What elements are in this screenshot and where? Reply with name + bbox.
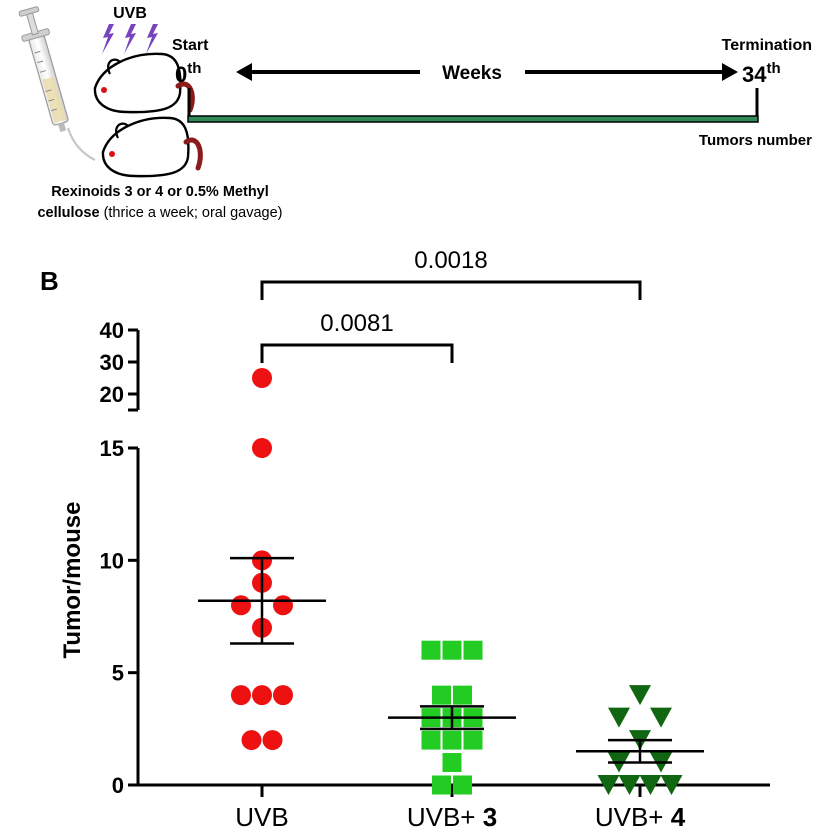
timeline-bar: [187, 88, 759, 123]
data-point: [608, 707, 630, 728]
data-point: [231, 685, 251, 706]
data-point: [421, 640, 441, 660]
data-point: [252, 438, 272, 458]
data-point: [432, 775, 451, 795]
start-week-label: 0th: [175, 60, 201, 87]
uvb-arrow-icon: [146, 24, 158, 54]
data-point: [421, 730, 441, 750]
tumors-number-label: Tumors number: [699, 132, 812, 149]
end-week-label: 34th: [742, 60, 781, 87]
x-tick-label: UVB+ 3: [407, 802, 497, 832]
y-tick-label: 5: [112, 661, 124, 686]
data-point: [273, 595, 293, 616]
uvb-arrow-icon: [124, 24, 136, 54]
mouse-eye-icon: [109, 151, 115, 157]
significance-brackets: 0.0081 0.0018: [260, 247, 642, 363]
data-point: [639, 775, 662, 795]
data-point: [629, 685, 651, 706]
uvb-label: UVB: [113, 5, 147, 22]
data-point: [252, 368, 272, 388]
data-point: [453, 685, 472, 705]
weeks-label: Weeks: [442, 63, 502, 84]
mouse-icon: [101, 116, 203, 178]
start-label: Start: [172, 37, 209, 54]
data-point: [262, 730, 283, 751]
y-tick-label: 15: [100, 436, 124, 461]
y-axis-title: Tumor/mouse: [59, 502, 86, 659]
x-axis-labels: UVB UVB+ 3 UVB+ 4: [235, 802, 685, 832]
mean-sem-bars: [198, 556, 704, 764]
data-point: [453, 775, 472, 795]
syringe-icon: [18, 6, 96, 161]
data-points: [231, 368, 683, 795]
treatment-detail-label: cellulose (thrice a week; oral gavage): [37, 205, 282, 221]
p-value-label: 0.0018: [414, 247, 487, 274]
data-point: [231, 595, 251, 616]
data-point: [273, 685, 293, 706]
y-tick-label: 40: [100, 318, 124, 343]
weeks-arrow: [236, 63, 738, 81]
uvb-lightning-icons: [102, 24, 158, 54]
data-point: [432, 685, 451, 705]
data-point: [463, 640, 483, 660]
mouse-eye-icon: [101, 87, 107, 93]
mouse-icon: [93, 52, 195, 114]
panel-label: B: [40, 266, 59, 296]
uvb-arrow-icon: [102, 24, 114, 54]
data-point: [463, 730, 483, 750]
treatment-label: Rexinoids 3 or 4 or 0.5% Methyl: [51, 184, 269, 200]
data-point: [252, 685, 272, 706]
data-point: [442, 753, 462, 773]
data-point: [597, 775, 620, 795]
data-point: [618, 775, 641, 795]
y-tick-label: 30: [100, 350, 124, 375]
y-tick-label: 10: [100, 548, 124, 573]
significance-bracket: [260, 343, 454, 363]
termination-label: Termination: [722, 37, 812, 54]
data-point: [241, 730, 262, 751]
data-point: [650, 707, 672, 728]
data-point: [442, 640, 462, 660]
p-value-label: 0.0081: [320, 310, 393, 337]
x-tick-label: UVB: [235, 802, 288, 832]
data-point: [660, 775, 683, 795]
y-tick-label: 20: [100, 382, 124, 407]
significance-bracket: [260, 280, 642, 300]
x-tick-label: UVB+ 4: [595, 802, 686, 832]
data-point: [442, 730, 462, 750]
y-tick-label: 0: [112, 773, 124, 798]
